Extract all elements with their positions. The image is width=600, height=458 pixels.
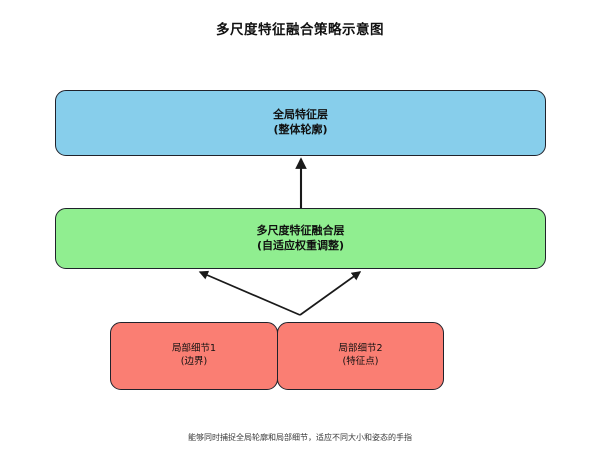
arrow-local-to-fusion-right — [299, 271, 362, 316]
node-local-detail-1: 局部细节1 (边界) — [110, 322, 278, 390]
node-multiscale-fusion-layer: 多尺度特征融合层 (自适应权重调整) — [55, 208, 546, 269]
node-multiscale-fusion-layer-line2: (自适应权重调整) — [256, 238, 345, 252]
node-global-feature-layer-line2: (整体轮廓) — [273, 123, 328, 136]
node-local-detail-2-line2: (特征点) — [342, 356, 379, 367]
node-global-feature-layer-line1: 全局特征层 — [273, 108, 328, 122]
node-local-detail-2-line1: 局部细节2 — [338, 343, 383, 355]
diagram-caption: 能够同时捕捉全局轮廓和局部细节，适应不同大小和姿态的手指 — [188, 433, 412, 442]
node-local-detail-1-line1: 局部细节1 — [171, 343, 217, 355]
page-title: 多尺度特征融合策略示意图 — [216, 22, 384, 38]
node-local-detail-1-line2: (边界) — [180, 356, 208, 367]
node-multiscale-fusion-layer-line1: 多尺度特征融合层 — [256, 223, 345, 237]
node-global-feature-layer: 全局特征层 (整体轮廓) — [55, 90, 546, 156]
node-local-detail-2: 局部细节2 (特征点) — [277, 322, 444, 390]
arrow-local-to-fusion-left — [198, 270, 301, 316]
